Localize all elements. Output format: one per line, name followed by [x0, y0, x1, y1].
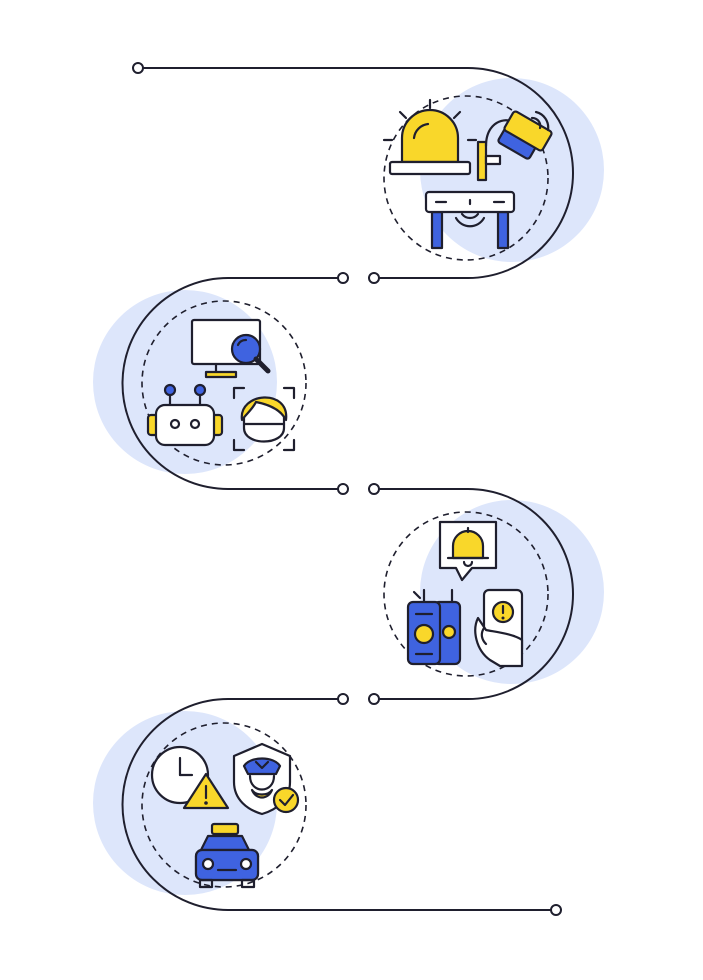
step-1-icons [382, 98, 553, 250]
clock-alert-icon [150, 745, 230, 810]
monitor-search-icon [190, 318, 271, 379]
police-car-icon [194, 822, 260, 889]
connector-dot-3a [368, 693, 380, 705]
face-recognition-icon [232, 386, 296, 452]
walkie-talkie-icon [406, 588, 462, 666]
step-2-icons [146, 318, 296, 452]
step-2-bg-circle [93, 290, 277, 474]
notification-bell-icon [438, 520, 498, 582]
robot-icon [146, 383, 224, 447]
timeline-start-dot [132, 62, 144, 74]
security-guard-shield-icon [232, 742, 300, 816]
siren-icon [382, 98, 478, 176]
connector-dot-2a [337, 483, 349, 495]
step-2-dashed-circle [141, 300, 307, 466]
step-1-bg-circle [420, 78, 604, 262]
step-4-dashed-circle [141, 722, 307, 888]
step-3-icons [406, 520, 524, 668]
security-camera-icon [476, 110, 553, 182]
connector-dot-1a [368, 272, 380, 284]
connector-dot-3b [337, 693, 349, 705]
connector-dot-1b [337, 272, 349, 284]
step-3-dashed-circle [383, 511, 549, 677]
step-4-icons [150, 742, 300, 889]
connector-dot-2b [368, 483, 380, 495]
phone-alert-icon [474, 588, 524, 668]
timeline-end-dot [550, 904, 562, 916]
metal-detector-gate-icon [424, 190, 516, 250]
step-1-dashed-circle [383, 95, 549, 261]
timeline-path [121, 67, 574, 911]
